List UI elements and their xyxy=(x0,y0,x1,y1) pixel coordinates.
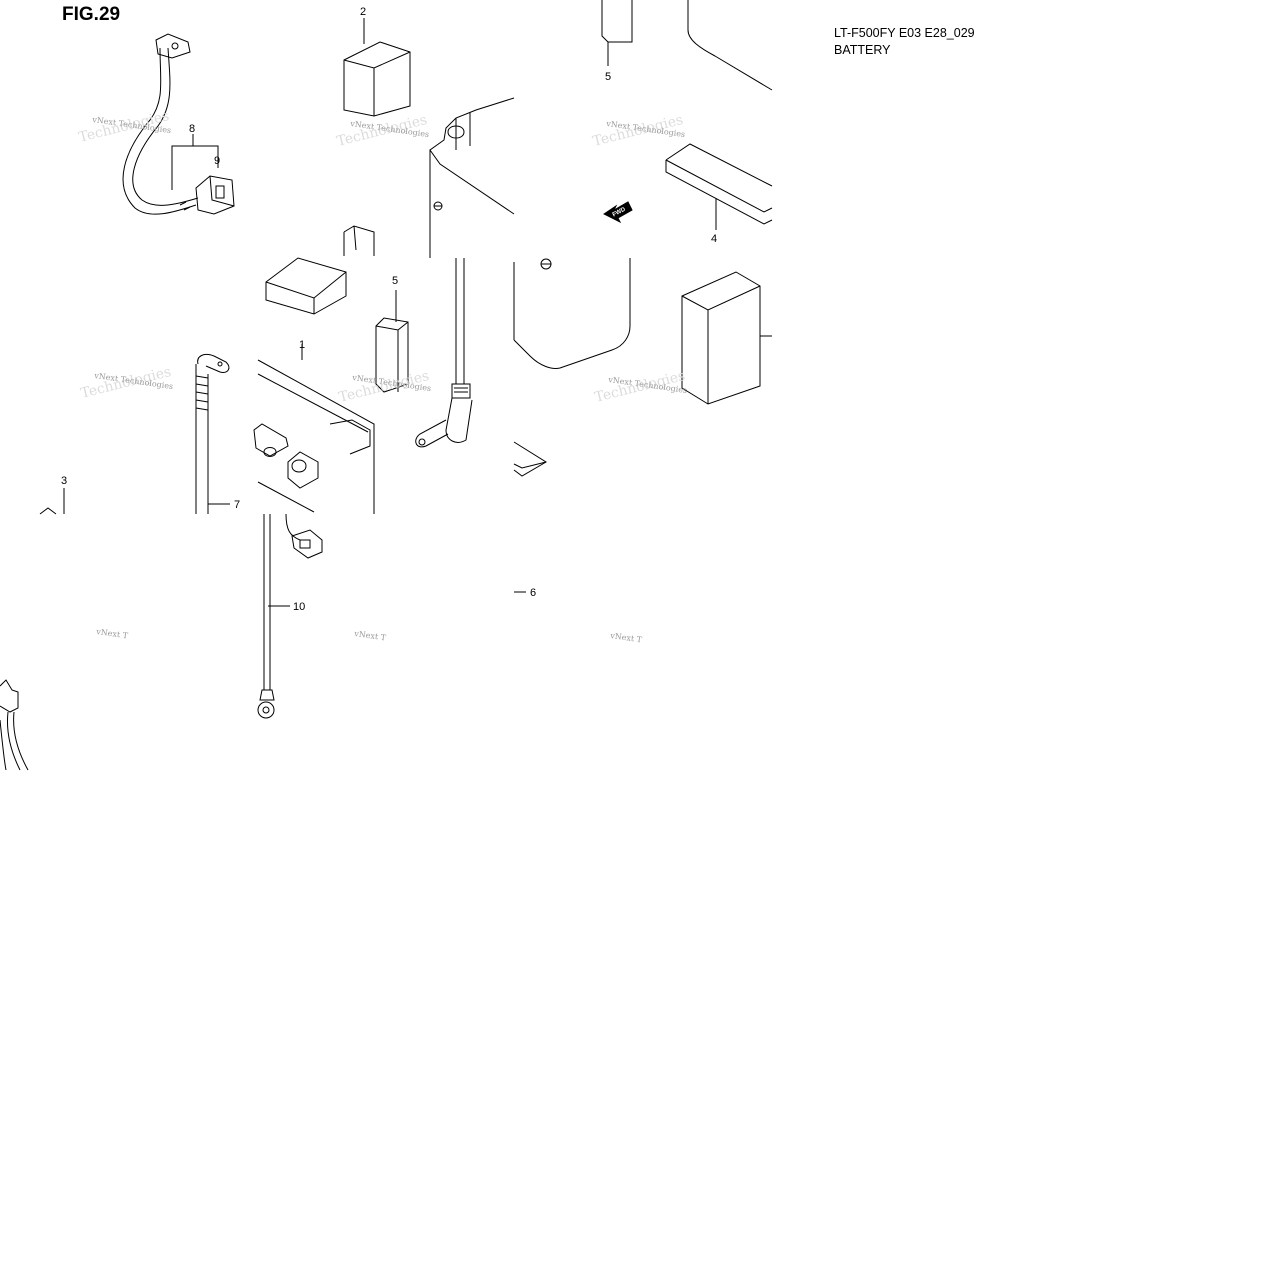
callout-9: 9 xyxy=(214,155,220,167)
watermark: vNext T xyxy=(609,631,643,645)
figure-label: FIG.29 xyxy=(62,4,121,25)
watermark: vNext T xyxy=(353,629,387,643)
battery-case xyxy=(429,0,773,369)
callout-4: 4 xyxy=(711,233,717,245)
negative-cable-item-7 xyxy=(195,353,230,514)
battery-lead-connector xyxy=(285,513,323,559)
callout-7: 7 xyxy=(234,499,240,511)
callout-10: 10 xyxy=(293,601,305,613)
callout-1: 1 xyxy=(299,339,305,351)
watermark: vNext T xyxy=(95,627,129,641)
model-code: LT-F500FY E03 E28_029 xyxy=(834,26,975,40)
spacer-item-5-top xyxy=(601,0,633,66)
battery-item-1 xyxy=(253,344,375,514)
watermarks: Technologies vNext Technologies Technolo… xyxy=(77,108,688,645)
ground-cable-item-10 xyxy=(257,514,290,719)
callout-labels: 1 2 3 4 5 5 6 7 8 9 10 xyxy=(61,6,717,613)
callout-leaders-8-9 xyxy=(171,134,219,190)
callout-2: 2 xyxy=(360,6,366,18)
harness-fragment xyxy=(0,679,29,771)
spacer-item-5-middle xyxy=(375,290,409,393)
callout-6: 6 xyxy=(530,587,536,599)
positive-cable xyxy=(415,258,473,448)
section-title: BATTERY xyxy=(834,43,891,57)
callout-5-middle: 5 xyxy=(392,275,398,287)
holder-bar-item-4 xyxy=(665,143,773,230)
pad-small-left xyxy=(265,225,375,315)
callout-8: 8 xyxy=(189,123,195,135)
battery-cable-top xyxy=(122,33,235,215)
pad-item-6 xyxy=(681,271,772,405)
callout-5-top: 5 xyxy=(605,71,611,83)
pad-fragment-center xyxy=(513,441,547,593)
callout-3: 3 xyxy=(61,475,67,487)
pad-item-2 xyxy=(343,18,411,117)
item-3-fragment xyxy=(39,488,65,515)
fwd-arrow-icon: FWD xyxy=(603,201,633,224)
